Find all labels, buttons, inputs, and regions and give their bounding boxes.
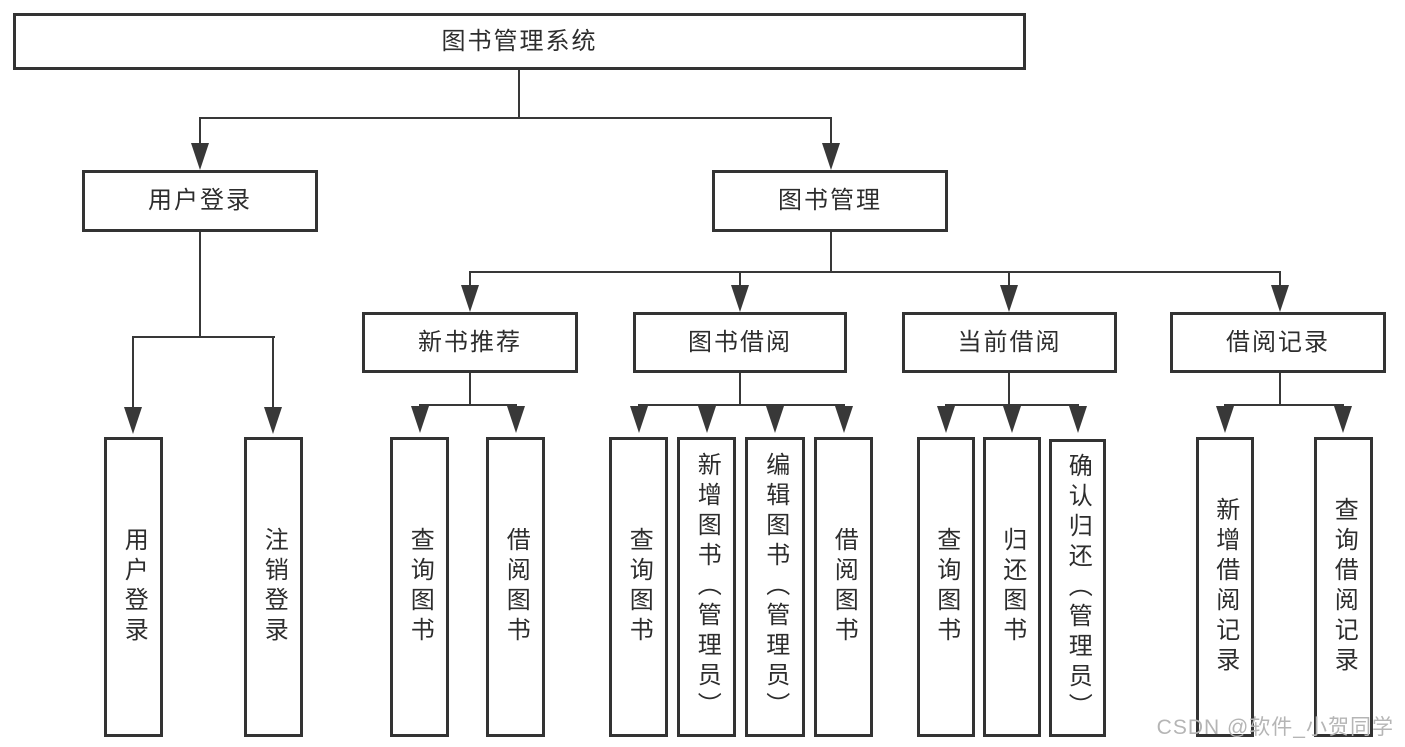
watermark: CSDN @软件_小贺同学 xyxy=(1156,716,1394,739)
node-label: 确认归还（管理员） xyxy=(1064,453,1092,723)
connector-line xyxy=(469,373,471,405)
node-label: 图书管理 xyxy=(778,187,882,215)
node-leaf-recommend-query-books: 查询图书 xyxy=(390,437,449,737)
arrow-down-icon xyxy=(1003,406,1021,433)
node-leaf-current-confirm-return: 确认归还（管理员） xyxy=(1049,439,1106,737)
node-label: 新增借阅记录 xyxy=(1211,497,1239,677)
arrow-down-icon xyxy=(835,406,853,433)
node-label: 用户登录 xyxy=(120,527,148,647)
node-label: 归还图书 xyxy=(998,527,1026,647)
node-label: 新增图书（管理员） xyxy=(693,452,721,722)
arrow-down-icon xyxy=(507,406,525,433)
node-label: 新书推荐 xyxy=(418,328,522,356)
node-user-login: 用户登录 xyxy=(82,170,318,232)
arrow-down-icon xyxy=(124,407,142,434)
arrow-down-icon xyxy=(264,407,282,434)
connector-line xyxy=(638,404,845,406)
connector-line xyxy=(132,336,275,338)
connector-line xyxy=(739,271,741,285)
node-label: 借阅图书 xyxy=(502,527,530,647)
node-leaf-borrowing-add-books: 新增图书（管理员） xyxy=(677,437,736,737)
connector-line xyxy=(1279,271,1281,285)
arrow-down-icon xyxy=(1271,285,1289,312)
node-leaf-user-login: 用户登录 xyxy=(104,437,163,737)
node-label: 查询图书 xyxy=(625,527,653,647)
node-label: 借阅图书 xyxy=(830,527,858,647)
arrow-down-icon xyxy=(731,285,749,312)
connector-line xyxy=(518,70,520,118)
connector-line xyxy=(1224,404,1344,406)
connector-line xyxy=(1008,373,1010,405)
node-leaf-records-query: 查询借阅记录 xyxy=(1314,437,1373,737)
arrow-down-icon xyxy=(1334,406,1352,433)
connector-line xyxy=(945,404,1079,406)
arrow-down-icon xyxy=(1000,285,1018,312)
connector-line xyxy=(1008,271,1010,285)
arrow-down-icon xyxy=(411,406,429,433)
arrow-down-icon xyxy=(1216,406,1234,433)
node-leaf-borrowing-query-books: 查询图书 xyxy=(609,437,668,737)
node-leaf-borrowing-edit-books: 编辑图书（管理员） xyxy=(745,437,805,737)
node-leaf-current-query-books: 查询图书 xyxy=(917,437,975,737)
connector-line xyxy=(199,232,201,338)
node-leaf-logout: 注销登录 xyxy=(244,437,303,737)
arrow-down-icon xyxy=(937,406,955,433)
connector-line xyxy=(469,271,1281,273)
connector-line xyxy=(419,404,517,406)
node-leaf-records-add: 新增借阅记录 xyxy=(1196,437,1254,737)
connector-line xyxy=(830,232,832,272)
node-label: 查询图书 xyxy=(932,527,960,647)
arrow-down-icon xyxy=(698,406,716,433)
node-label: 当前借阅 xyxy=(957,328,1062,356)
connector-line xyxy=(199,117,832,119)
node-root: 图书管理系统 xyxy=(13,13,1026,70)
node-label: 图书管理系统 xyxy=(441,27,598,55)
node-label: 用户登录 xyxy=(148,187,252,215)
node-borrowing-records: 借阅记录 xyxy=(1170,312,1386,373)
node-label: 编辑图书（管理员） xyxy=(761,452,789,722)
arrow-down-icon xyxy=(1069,406,1087,433)
connector-line xyxy=(199,117,201,144)
node-label: 注销登录 xyxy=(260,527,288,647)
node-label: 借阅记录 xyxy=(1226,328,1330,356)
arrow-down-icon xyxy=(766,406,784,433)
node-current-borrowing: 当前借阅 xyxy=(902,312,1117,373)
node-new-book-recommend: 新书推荐 xyxy=(362,312,578,373)
connector-line xyxy=(132,336,134,408)
node-book-borrowing: 图书借阅 xyxy=(633,312,847,373)
arrow-down-icon xyxy=(822,143,840,170)
node-label: 图书借阅 xyxy=(688,328,792,356)
node-label: 查询图书 xyxy=(406,527,434,647)
arrow-down-icon xyxy=(191,143,209,170)
connector-line xyxy=(830,117,832,144)
connector-line xyxy=(272,336,274,408)
node-label: 查询借阅记录 xyxy=(1330,497,1358,677)
arrow-down-icon xyxy=(461,285,479,312)
connector-line xyxy=(1279,373,1281,405)
connector-line xyxy=(739,373,741,405)
node-book-management: 图书管理 xyxy=(712,170,948,232)
connector-line xyxy=(469,271,471,285)
node-leaf-borrowing-borrow-books: 借阅图书 xyxy=(814,437,873,737)
node-leaf-recommend-borrow-books: 借阅图书 xyxy=(486,437,545,737)
node-leaf-current-return-books: 归还图书 xyxy=(983,437,1041,737)
arrow-down-icon xyxy=(630,406,648,433)
